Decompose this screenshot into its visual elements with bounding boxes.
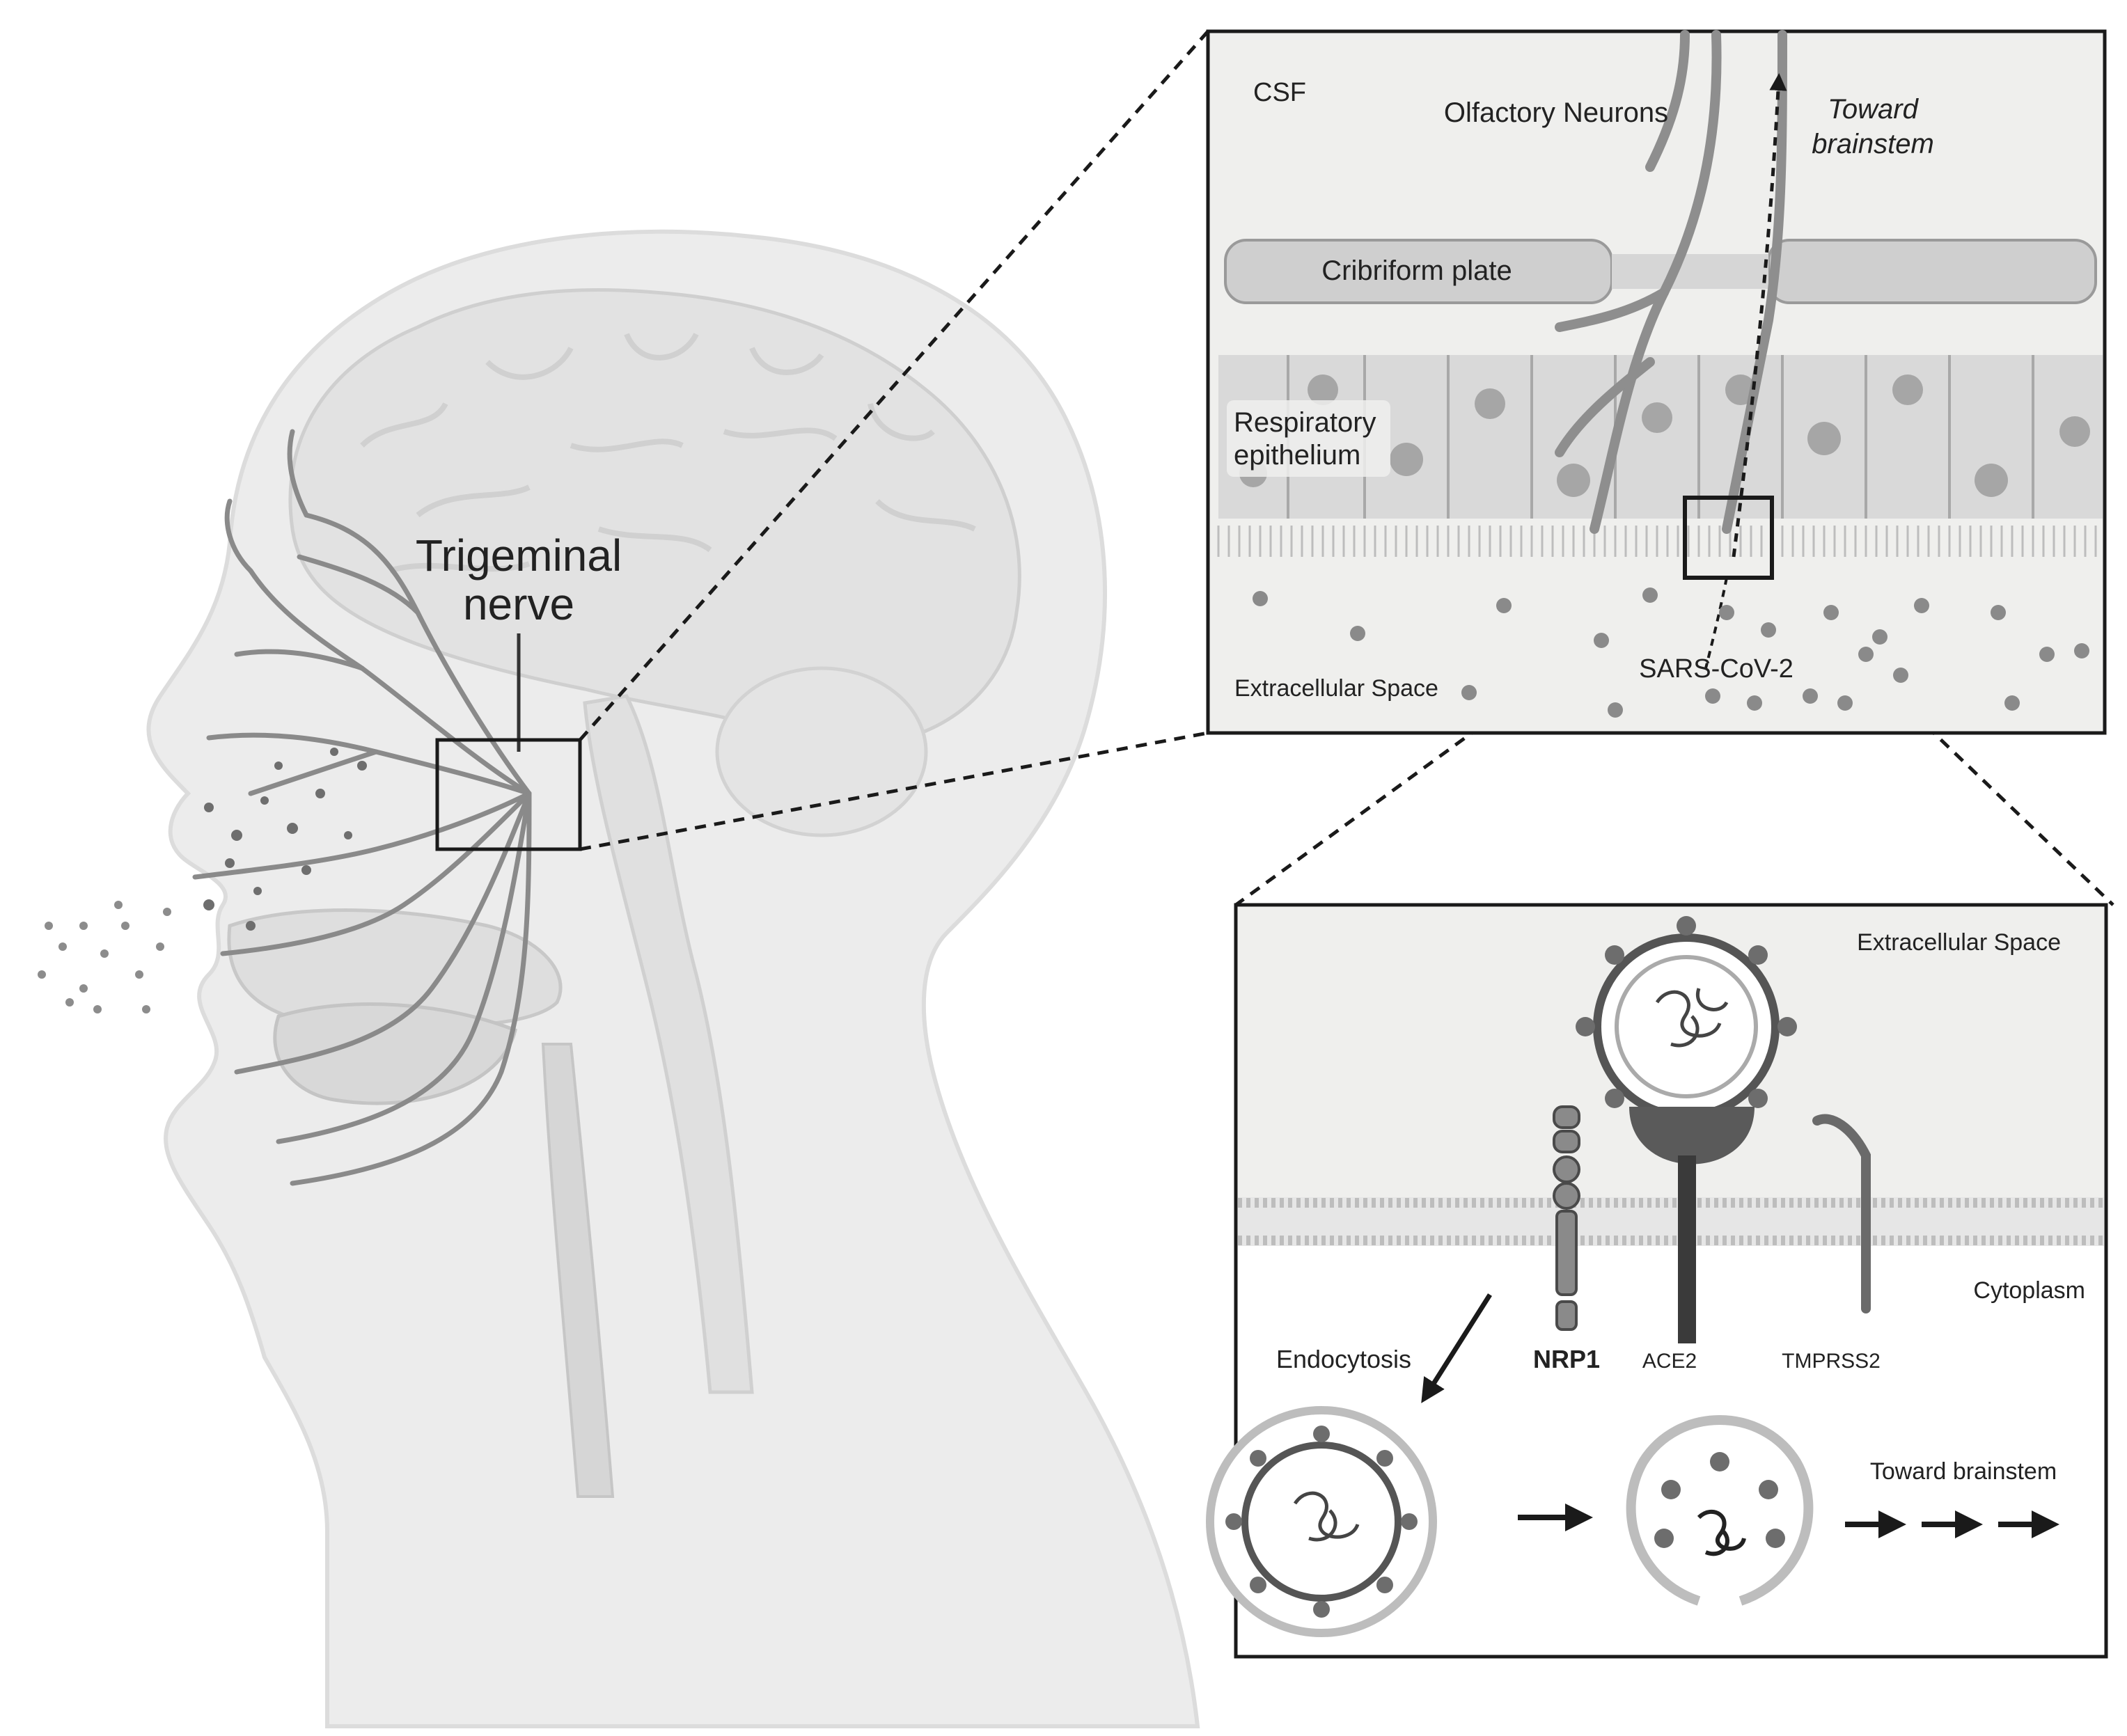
cribriform-plate-label: Cribriform plate	[1321, 255, 1512, 286]
nrp1-receptor	[1553, 1105, 1580, 1331]
zoom-panel-2: Extracellular Space Cytoplasm Endocytosi…	[1206, 903, 2108, 1659]
toward-brainstem-label-line2: brainstem	[1812, 129, 1934, 159]
trigeminal-label-line2: nerve	[463, 579, 574, 629]
trigeminal-nerve-branches	[192, 429, 532, 1186]
extracellular-space-label-1: Extracellular Space	[1234, 675, 1438, 702]
respiratory-epithelium-label-line2: epithelium	[1234, 440, 1360, 471]
csf-label: CSF	[1253, 78, 1306, 107]
cribriform-plate-right	[1767, 239, 2097, 304]
endosome-uncoating	[1626, 1415, 1814, 1606]
trachea	[541, 1043, 615, 1498]
cytoplasm-label: Cytoplasm	[1973, 1277, 2085, 1304]
endocytosis-arrow	[1421, 1293, 1492, 1403]
endocytosis-label: Endocytosis	[1276, 1345, 1411, 1373]
trafficking-arrows	[1518, 1504, 2059, 1538]
respiratory-epithelium-label-line1: Respiratory	[1234, 407, 1376, 438]
head-illustration: Trigeminal nerve	[38, 229, 1200, 1728]
respiratory-epithelium-cells	[1218, 355, 2103, 519]
epithelium-zoom-box	[1683, 496, 1774, 580]
virus-particles-in-nasal-cavity	[203, 748, 367, 931]
brain-gyri	[360, 333, 976, 574]
endosome-with-virus	[1206, 1406, 1437, 1637]
zoom-panel-1: Cribriform plate	[1206, 29, 2107, 735]
virus-bound	[1576, 916, 1797, 1120]
toward-brainstem-label-2: Toward brainstem	[1870, 1458, 2057, 1485]
respiratory-label-bg	[1227, 400, 1390, 477]
brain	[288, 288, 1021, 743]
brainstem	[583, 694, 754, 1394]
olfactory-neurons	[1555, 30, 1787, 534]
sars-cov-2-particles	[1253, 587, 2089, 718]
ace2-label: ACE2	[1642, 1350, 1697, 1373]
virus-particles-near-nose	[38, 901, 171, 1013]
cribriform-plate-bridge	[1612, 254, 1768, 289]
ace2-receptor	[1629, 1107, 1755, 1343]
head-zoom-box	[435, 738, 582, 851]
extracellular-space-label-2: Extracellular Space	[1857, 929, 2061, 956]
trigeminal-label-line1: Trigeminal	[416, 530, 622, 581]
olfactory-neurons-label: Olfactory Neurons	[1444, 97, 1668, 128]
cerebellum	[715, 666, 928, 837]
cell-membrane	[1238, 1197, 2104, 1246]
tongue	[273, 1002, 517, 1105]
epithelium-cilia	[1217, 526, 2097, 557]
tmprss2-label: TMPRSS2	[1782, 1350, 1881, 1373]
nrp1-label: NRP1	[1533, 1345, 1600, 1373]
toward-brainstem-arrow	[1732, 73, 1787, 558]
tmprss2-receptor	[1812, 1114, 1871, 1313]
toward-brainstem-label-line1: Toward	[1828, 94, 1919, 125]
sars-cov-2-label: SARS-CoV-2	[1639, 654, 1794, 684]
